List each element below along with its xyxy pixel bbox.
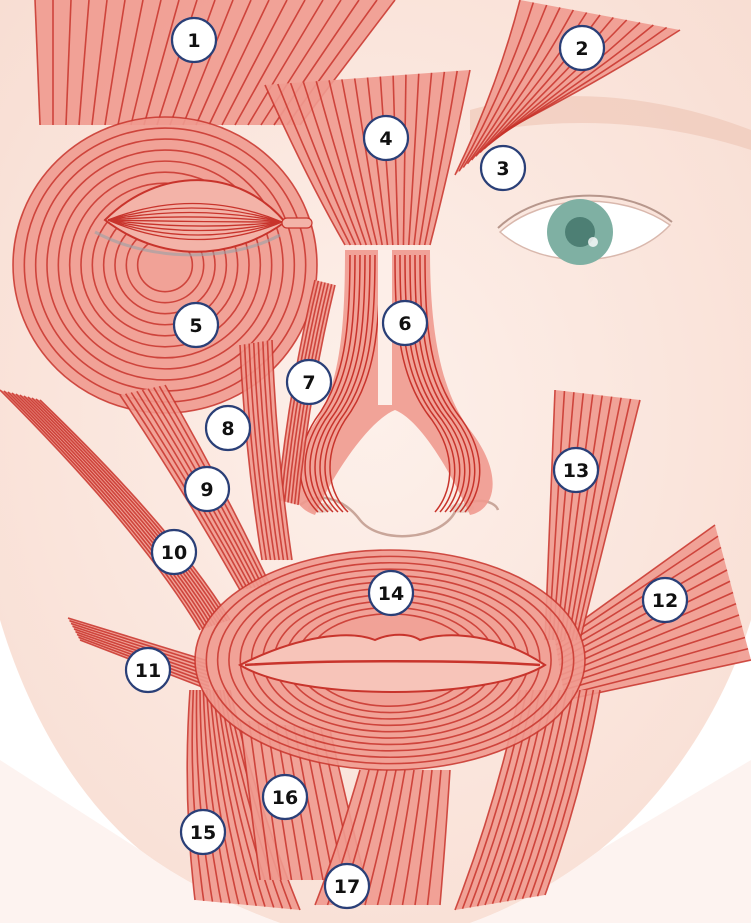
label-7: 7 [287,360,331,404]
label-number: 6 [398,313,411,335]
label-number: 4 [379,128,392,150]
label-8: 8 [206,406,250,450]
label-number: 16 [272,787,298,809]
label-2: 2 [560,26,604,70]
label-number: 13 [563,460,589,482]
label-number: 15 [190,822,216,844]
label-17: 17 [325,864,369,908]
label-number: 9 [200,479,213,501]
label-15: 15 [181,810,225,854]
label-number: 2 [575,38,588,60]
label-number: 5 [189,315,202,337]
label-number: 3 [496,158,509,180]
label-6: 6 [383,301,427,345]
label-9: 9 [185,467,229,511]
label-4: 4 [364,116,408,160]
label-number: 14 [378,583,404,605]
label-10: 10 [152,530,196,574]
label-13: 13 [554,448,598,492]
label-11: 11 [126,648,170,692]
label-number: 8 [221,418,234,440]
label-number: 12 [652,590,678,612]
label-number: 11 [135,660,161,682]
label-14: 14 [369,571,413,615]
label-number: 17 [334,876,360,898]
label-5: 5 [174,303,218,347]
label-number: 10 [161,542,187,564]
label-16: 16 [263,775,307,819]
label-3: 3 [481,146,525,190]
label-12: 12 [643,578,687,622]
label-number: 7 [302,372,315,394]
label-1: 1 [172,18,216,62]
label-number: 1 [187,30,200,52]
